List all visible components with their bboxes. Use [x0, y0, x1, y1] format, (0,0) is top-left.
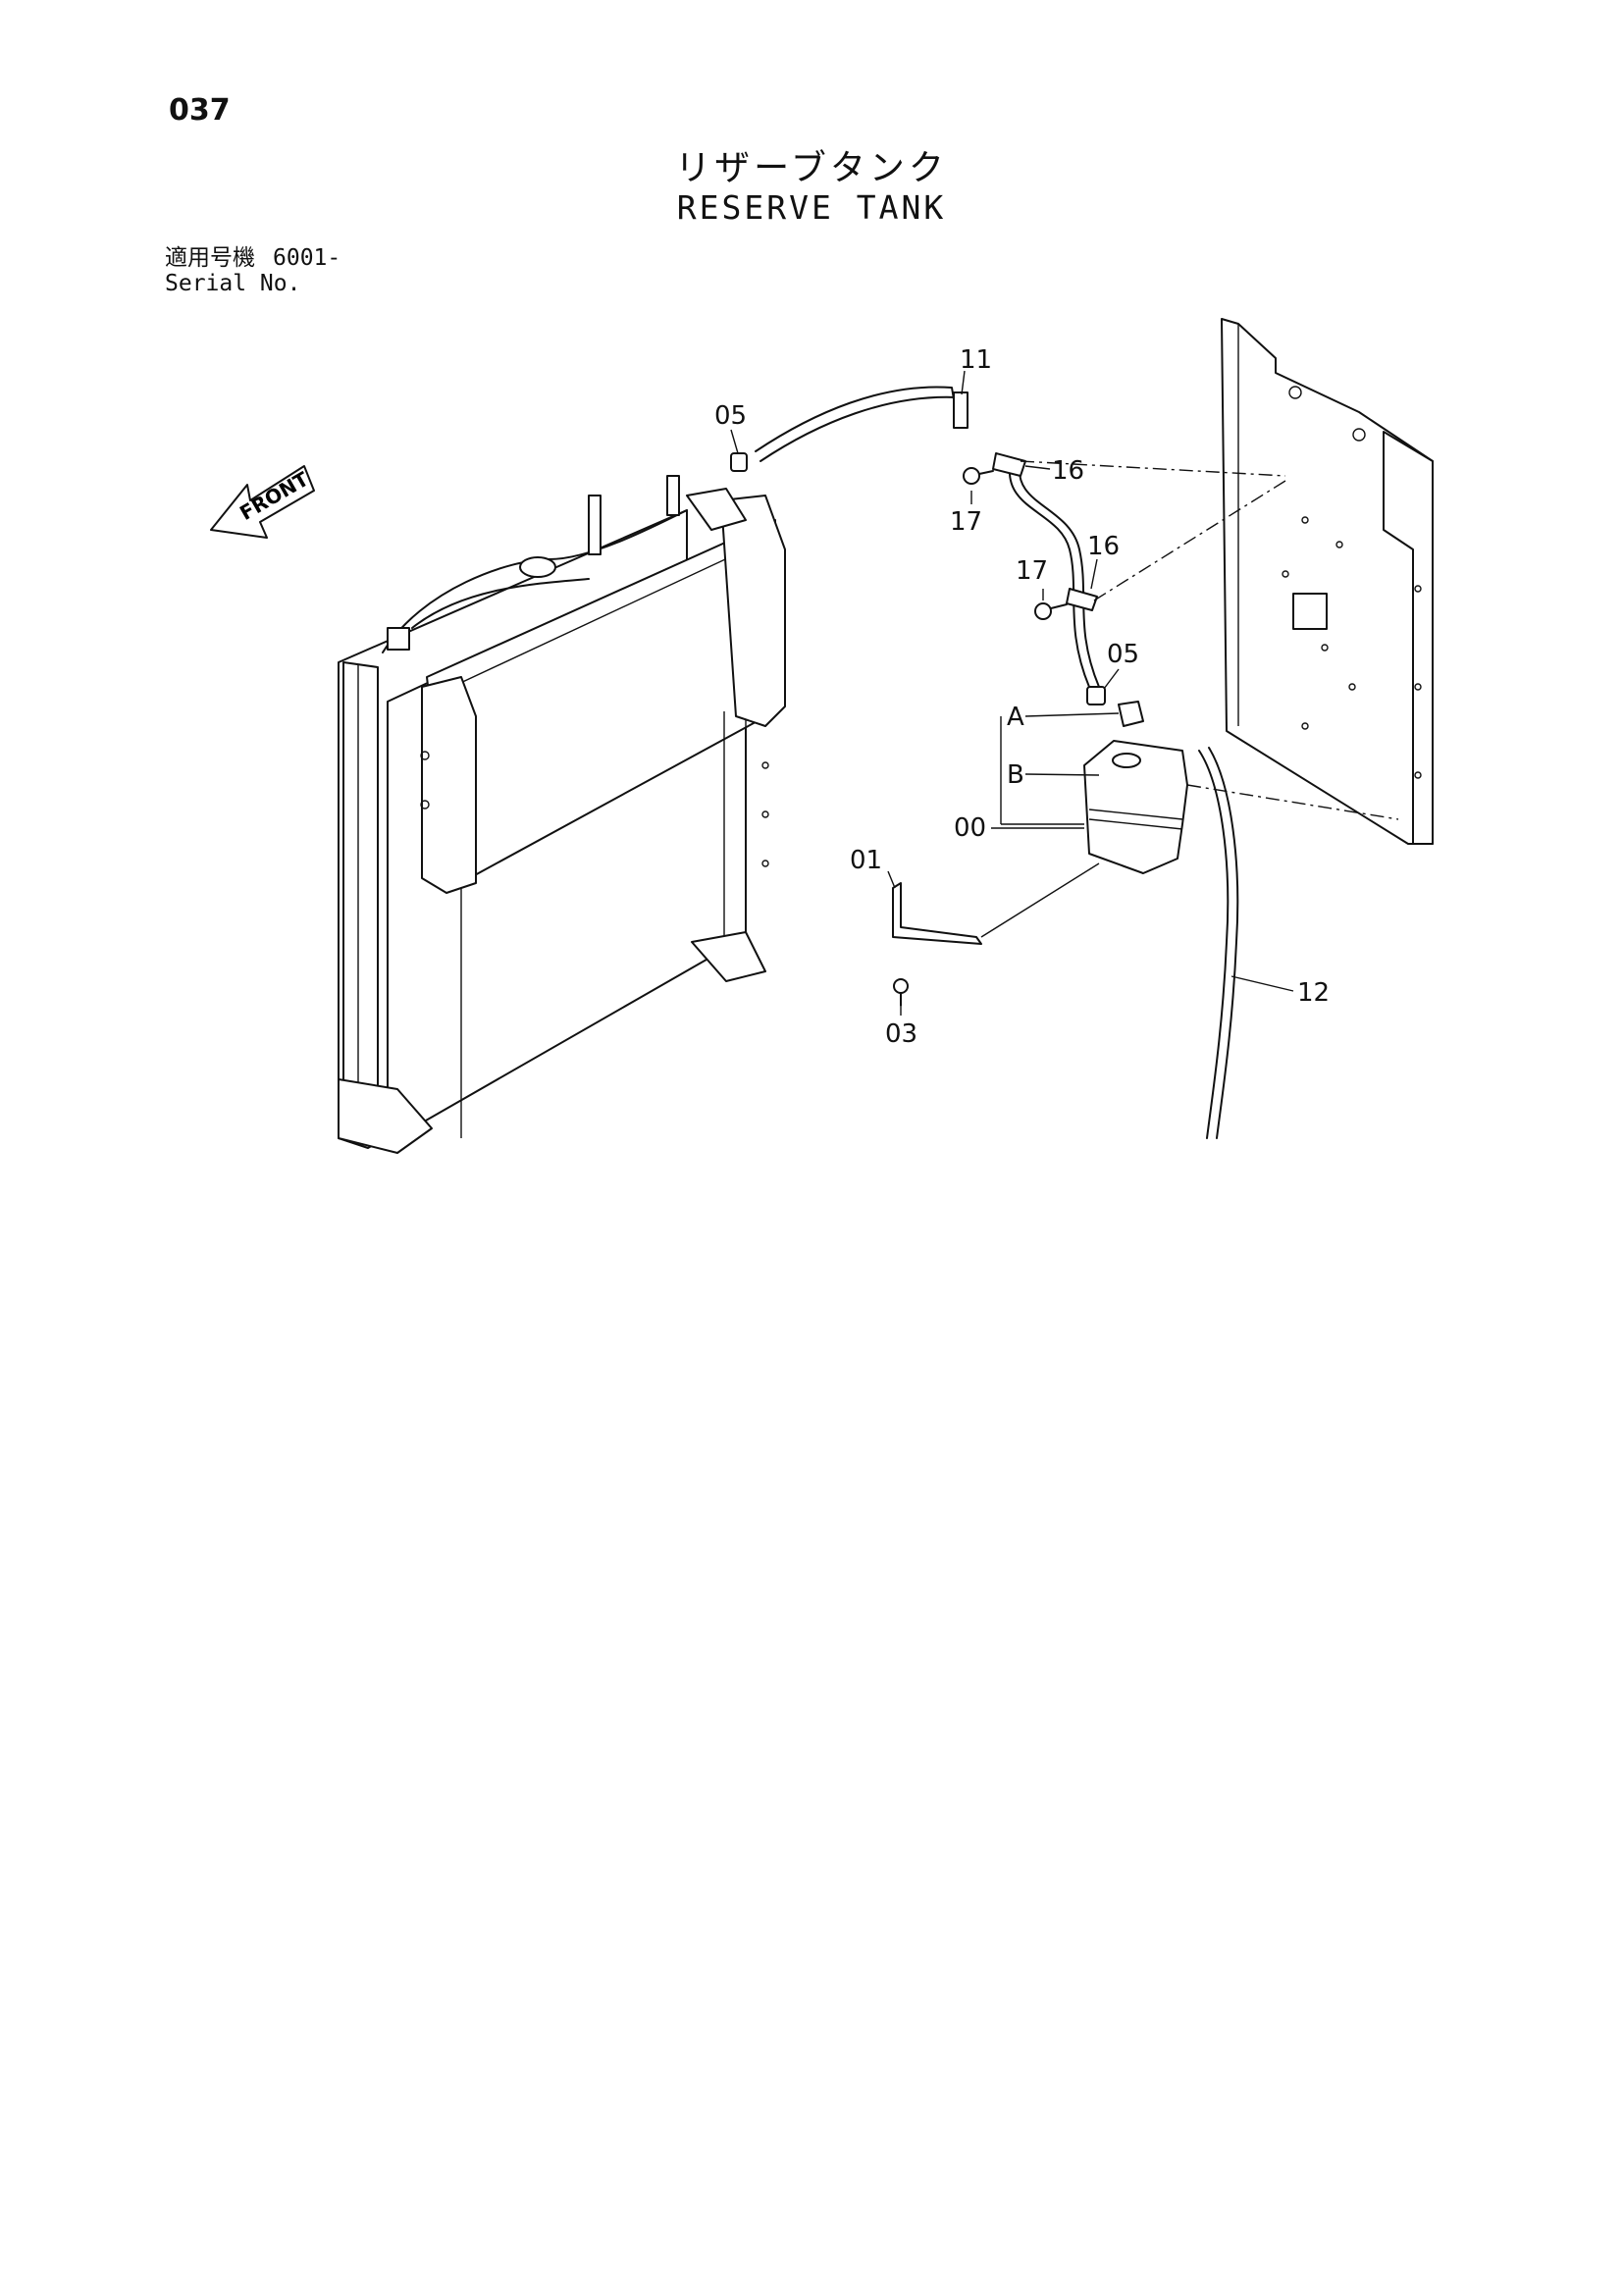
callout-A: A — [1007, 703, 1024, 732]
bolt-17b-icon — [1034, 602, 1068, 620]
mounting-plate — [1221, 318, 1434, 845]
clip-16b-icon — [1066, 588, 1098, 611]
callout-00: 00 — [954, 813, 986, 843]
page-number: 037 — [169, 93, 231, 128]
radiator-assembly — [338, 475, 786, 1154]
clamp-05a-icon — [730, 452, 748, 472]
callout-17a: 17 — [950, 507, 982, 537]
callout-05b: 05 — [1107, 640, 1139, 669]
reserve-tank — [1083, 701, 1188, 874]
clamp-05b-icon — [1086, 686, 1106, 705]
callout-11: 11 — [960, 345, 992, 375]
serial-label-en: Serial No. — [165, 271, 301, 296]
bolt-03-icon — [893, 978, 909, 1007]
callout-05a: 05 — [714, 401, 747, 431]
clamp-11-icon — [953, 391, 969, 429]
front-arrow-icon: FRONT — [210, 465, 315, 539]
callout-01: 01 — [850, 846, 882, 875]
callout-labels: 11 05 16 17 17 16 05 A B 00 01 12 03 — [714, 345, 1330, 1049]
hoses — [755, 386, 1239, 1139]
callout-16a: 16 — [1052, 456, 1084, 486]
callout-B: B — [1007, 760, 1024, 790]
callout-17b: 17 — [1016, 556, 1048, 586]
serial-info: 適用号機 6001- Serial No. — [165, 245, 358, 296]
leader-lines — [730, 370, 1294, 1016]
serial-label-jp: 適用号機 — [165, 245, 255, 271]
page-title-english: RESERVE TANK — [676, 188, 947, 227]
serial-value: 6001- — [273, 245, 341, 271]
callout-03: 03 — [885, 1019, 917, 1049]
serial-row-jp: 適用号機 6001- — [165, 245, 358, 271]
clip-16a-icon — [992, 452, 1026, 477]
bolt-17a-icon — [963, 467, 994, 485]
page-title-japanese: リザーブタンク — [675, 148, 948, 188]
callout-16b: 16 — [1087, 532, 1120, 561]
tank-bracket — [892, 862, 1100, 945]
assembly-lines — [1020, 460, 1399, 820]
callout-12: 12 — [1297, 978, 1330, 1008]
